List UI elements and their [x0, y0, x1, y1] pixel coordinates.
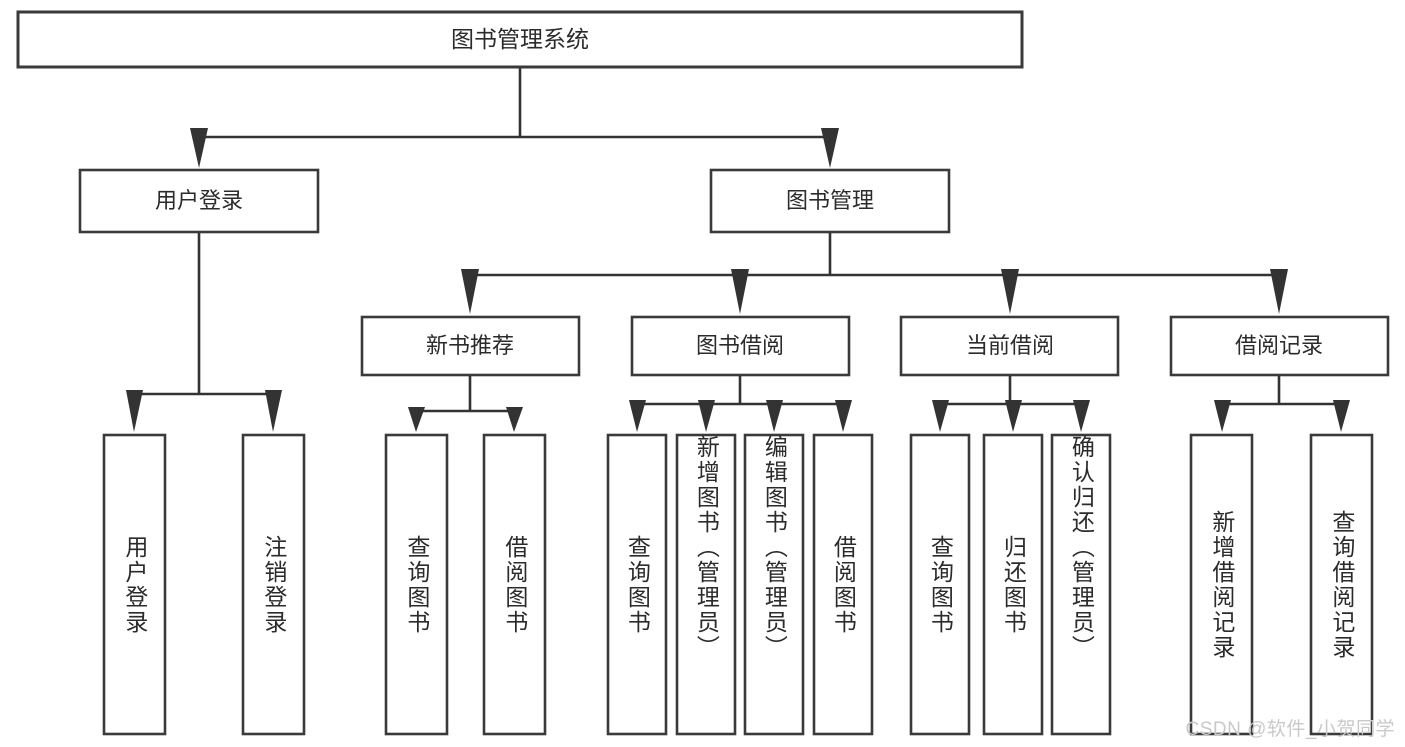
- arrow-head-borrow-record: [1270, 269, 1288, 314]
- arrow-head-leaf-add-book: [698, 400, 715, 432]
- watermark: CSDN @软件_小贺同学: [1185, 719, 1395, 740]
- arrow-head-user-login: [190, 128, 208, 168]
- arrow-head-book-manage: [821, 128, 839, 168]
- connectors-new-book-recommend-to-leaves: [408, 375, 523, 432]
- arrow-head-leaf-add-record: [1214, 400, 1231, 432]
- arrow-head-leaf-user-login: [126, 390, 143, 432]
- leaf-borrow-book-1-box[interactable]: [482, 433, 547, 736]
- node-book-borrow[interactable]: 图书借阅: [630, 315, 851, 377]
- node-root[interactable]: 图书管理系统: [16, 10, 1024, 69]
- arrow-head-leaf-query-book-1: [408, 407, 425, 432]
- leaf-edit-book-box[interactable]: [743, 433, 805, 736]
- arrow-head-leaf-query-record: [1333, 400, 1350, 432]
- root-label: 图书管理系统: [451, 26, 589, 52]
- book-borrow-box[interactable]: [630, 315, 851, 377]
- node-current-borrow[interactable]: 当前借阅: [899, 315, 1120, 377]
- arrow-head-book-borrow: [731, 269, 749, 314]
- leaf-query-record-box[interactable]: [1309, 433, 1374, 736]
- arrow-head-leaf-query-book-3: [932, 400, 949, 432]
- arrow-head-leaf-query-book-2: [629, 400, 646, 432]
- root-box[interactable]: [16, 10, 1024, 69]
- current-borrow-box[interactable]: [899, 315, 1120, 377]
- book-borrow-label: 图书借阅: [696, 333, 784, 358]
- connectors-root-to-level2: [190, 67, 839, 168]
- arrow-head-leaf-confirm-return: [1073, 400, 1090, 432]
- leaf-borrow-book-2-box[interactable]: [812, 433, 874, 736]
- leaf-query-book-1-box[interactable]: [384, 433, 449, 736]
- connectors-current-borrow-to-leaves: [932, 375, 1090, 432]
- leaf-return-book-box[interactable]: [982, 433, 1044, 736]
- leaf-query-book-3-box[interactable]: [909, 433, 971, 736]
- leaf-boxes: [102, 433, 1374, 736]
- borrow-record-label: 借阅记录: [1235, 333, 1323, 358]
- arrow-head-leaf-user-logout: [265, 390, 282, 432]
- current-borrow-label: 当前借阅: [966, 333, 1054, 358]
- node-user-login[interactable]: 用户登录: [78, 168, 320, 234]
- node-book-manage[interactable]: 图书管理: [709, 168, 951, 234]
- new-book-recommend-box[interactable]: [360, 315, 581, 377]
- arrow-head-leaf-edit-book: [766, 400, 783, 432]
- arrow-head-leaf-return-book: [1005, 400, 1022, 432]
- connectors-book-borrow-to-leaves: [629, 375, 852, 432]
- user-login-label: 用户登录: [155, 188, 243, 213]
- connectors-user-login-to-leaves: [126, 232, 282, 432]
- leaf-user-login-box[interactable]: [102, 433, 167, 736]
- arrow-head-leaf-borrow-book-2: [835, 400, 852, 432]
- arrow-head-current-borrow: [1001, 269, 1019, 314]
- arrow-head-leaf-borrow-book-1: [506, 407, 523, 432]
- borrow-record-box[interactable]: [1169, 315, 1390, 377]
- book-manage-box[interactable]: [709, 168, 951, 234]
- leaf-query-book-2-box[interactable]: [606, 433, 668, 736]
- leaf-add-record-box[interactable]: [1189, 433, 1254, 736]
- arrow-head-new-book-recommend: [461, 269, 479, 314]
- user-login-box[interactable]: [78, 168, 320, 234]
- node-borrow-record[interactable]: 借阅记录: [1169, 315, 1390, 377]
- leaf-add-book-box[interactable]: [675, 433, 737, 736]
- connectors-book-manage-to-level3: [461, 232, 1288, 314]
- leaf-confirm-return-box[interactable]: [1050, 433, 1112, 736]
- new-book-recommend-label: 新书推荐: [426, 333, 514, 358]
- book-manage-label: 图书管理: [786, 188, 874, 213]
- node-new-book-recommend[interactable]: 新书推荐: [360, 315, 581, 377]
- leaf-user-logout-box[interactable]: [241, 433, 306, 736]
- connectors-borrow-record-to-leaves: [1214, 375, 1350, 432]
